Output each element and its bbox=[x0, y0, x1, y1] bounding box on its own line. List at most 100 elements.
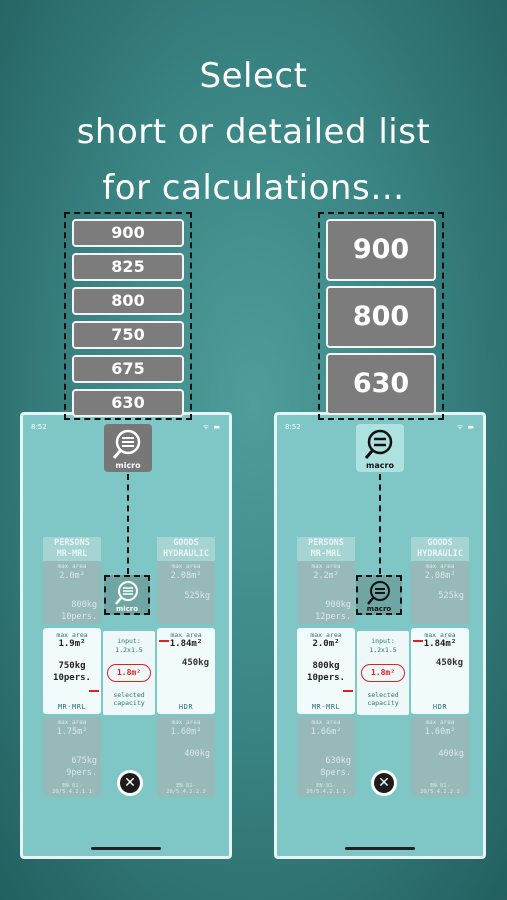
micro-list-popup: 900 825 800 750 675 630 bbox=[64, 212, 192, 420]
close-button[interactable]: ✕ bbox=[117, 770, 143, 796]
persons-option-top[interactable]: max area 2.2m² 900kg 12pers. bbox=[297, 561, 355, 624]
phone-right: 8:52 ᯤ ▬ PERSONS MR-MRL GOODS HYDRAULIC … bbox=[274, 412, 486, 859]
level-marker bbox=[413, 640, 423, 642]
close-button[interactable]: ✕ bbox=[371, 770, 397, 796]
goods-option-top[interactable]: max area 2.08m² 525kg bbox=[157, 561, 215, 624]
macro-option-3[interactable]: 630 bbox=[326, 353, 436, 415]
selected-line-2: capacity bbox=[113, 699, 145, 707]
persons-option-selected[interactable]: max area 2.0m² 800kg 10pers. MR-MRL bbox=[297, 628, 355, 714]
persons-header[interactable]: PERSONS MR-MRL bbox=[43, 537, 101, 561]
max-area-label: max area bbox=[311, 563, 341, 570]
capacity-panel: input: 1.2x1.5 1.8m² selected capacity bbox=[103, 631, 155, 715]
area-value: 2.08m² bbox=[170, 571, 202, 581]
headline: Select short or detailed list for calcul… bbox=[0, 48, 507, 216]
level-marker bbox=[159, 640, 169, 642]
goods-option-bottom[interactable]: max area 1.60m² 400kg EN 81-20/5.4.2.2.2 bbox=[157, 717, 215, 797]
persons-header-line-2: MR-MRL bbox=[56, 549, 88, 559]
max-area-label: max area bbox=[57, 719, 87, 726]
macro-mini-label: macro bbox=[367, 605, 392, 613]
area-value: 1.75m² bbox=[56, 727, 88, 737]
headline-line-1: Select bbox=[199, 56, 308, 96]
micro-option-3[interactable]: 800 bbox=[72, 287, 184, 315]
micro-option-6[interactable]: 630 bbox=[72, 389, 184, 417]
type-label: MR-MRL bbox=[57, 703, 87, 711]
persons-value: 12pers. bbox=[315, 612, 351, 622]
input-value[interactable]: 1.2x1.5 bbox=[369, 646, 397, 654]
status-time: 8:52 bbox=[31, 423, 47, 431]
load-value: 675kg bbox=[71, 756, 97, 766]
area-value: 1.9m² bbox=[58, 639, 86, 649]
micro-mode-button[interactable]: micro bbox=[104, 424, 152, 472]
headline-line-2: short or detailed list bbox=[76, 112, 431, 152]
area-value: 1.84m² bbox=[423, 639, 457, 649]
capacity-panel: input: 1.2x1.5 1.8m² selected capacity bbox=[357, 631, 409, 715]
macro-label: macro bbox=[366, 461, 394, 470]
standard-label: EN 81-20/5.4.2.1.1 bbox=[306, 783, 346, 795]
standard-label: EN 81-20/5.4.2.2.2 bbox=[166, 783, 206, 795]
goods-header-line-2: HYDRAULIC bbox=[416, 549, 464, 559]
input-label: input: bbox=[371, 637, 395, 645]
persons-option-top[interactable]: max area 2.0m² 800kg 10pers. bbox=[43, 561, 101, 624]
persons-value: 9pers. bbox=[66, 768, 97, 778]
micro-option-4[interactable]: 750 bbox=[72, 321, 184, 349]
persons-value: 8pers. bbox=[320, 768, 351, 778]
goods-option-bottom[interactable]: max area 1.60m² 400kg EN 81-20/5.4.2.2.2 bbox=[411, 717, 469, 797]
phone-left: 8:52 ᯤ ▬ PERSONS MR-MRL GOODS HYDRAULIC … bbox=[20, 412, 232, 859]
capacity-value[interactable]: 1.8m² bbox=[107, 664, 151, 682]
max-area-label: max area bbox=[310, 631, 342, 639]
max-area-label: max area bbox=[57, 563, 87, 570]
area-value: 1.66m² bbox=[310, 727, 342, 737]
close-icon: ✕ bbox=[120, 773, 140, 793]
area-value: 1.60m² bbox=[424, 727, 456, 737]
micro-option-2[interactable]: 825 bbox=[72, 253, 184, 281]
goods-header-line-1: GOODS bbox=[173, 538, 199, 548]
persons-header[interactable]: PERSONS MR-MRL bbox=[297, 537, 355, 561]
max-area-label: max area bbox=[56, 631, 88, 639]
persons-option-bottom[interactable]: max area 1.66m² 630kg 8pers. EN 81-20/5.… bbox=[297, 717, 355, 797]
magnifier-with-list-icon: micro bbox=[115, 581, 138, 613]
persons-header-line-1: PERSONS bbox=[308, 538, 344, 548]
area-value: 2.0m² bbox=[59, 571, 85, 581]
load-value: 525kg bbox=[184, 591, 210, 601]
macro-mode-button[interactable]: macro bbox=[356, 424, 404, 472]
load-value: 400kg bbox=[184, 749, 210, 759]
max-area-label: max area bbox=[311, 719, 341, 726]
max-area-label: max area bbox=[171, 563, 201, 570]
goods-option-selected[interactable]: max area 1.84m² 450kg HDR bbox=[157, 628, 215, 714]
persons-option-bottom[interactable]: max area 1.75m² 675kg 9pers. EN 81-20/5.… bbox=[43, 717, 101, 797]
load-value: 900kg bbox=[325, 600, 351, 610]
goods-header[interactable]: GOODS HYDRAULIC bbox=[157, 537, 215, 561]
goods-header-line-2: HYDRAULIC bbox=[162, 549, 210, 559]
area-value: 2.08m² bbox=[424, 571, 456, 581]
connector-line bbox=[127, 474, 129, 574]
macro-option-1[interactable]: 900 bbox=[326, 219, 436, 281]
micro-label: micro bbox=[115, 461, 141, 470]
home-indicator bbox=[91, 847, 161, 850]
selected-line-2: capacity bbox=[367, 699, 399, 707]
micro-mini-icon[interactable]: micro bbox=[104, 575, 150, 615]
macro-mini-icon[interactable]: macro bbox=[356, 575, 402, 615]
goods-header[interactable]: GOODS HYDRAULIC bbox=[411, 537, 469, 561]
input-label: input: bbox=[117, 637, 141, 645]
type-label: HDR bbox=[432, 703, 448, 711]
capacity-value[interactable]: 1.8m² bbox=[361, 664, 405, 682]
micro-option-5[interactable]: 675 bbox=[72, 355, 184, 383]
persons-header-line-1: PERSONS bbox=[54, 538, 90, 548]
goods-option-selected[interactable]: max area 1.84m² 450kg HDR bbox=[411, 628, 469, 714]
micro-option-1[interactable]: 900 bbox=[72, 219, 184, 247]
input-value[interactable]: 1.2x1.5 bbox=[115, 646, 143, 654]
max-area-label: max area bbox=[424, 631, 456, 639]
level-marker bbox=[343, 690, 353, 692]
type-label: MR-MRL bbox=[311, 703, 341, 711]
max-area-label: max area bbox=[171, 719, 201, 726]
area-value: 1.60m² bbox=[170, 727, 202, 737]
status-icons: ᯤ ▬ bbox=[456, 423, 475, 431]
goods-option-top[interactable]: max area 2.08m² 525kg bbox=[411, 561, 469, 624]
area-value: 2.0m² bbox=[312, 639, 340, 649]
persons-option-selected[interactable]: max area 1.9m² 750kg 10pers. MR-MRL bbox=[43, 628, 101, 714]
max-area-label: max area bbox=[425, 563, 455, 570]
load-value: 800kg bbox=[71, 600, 97, 610]
status-time: 8:52 bbox=[285, 423, 301, 431]
magnifier-with-list-icon bbox=[364, 429, 393, 459]
macro-option-2[interactable]: 800 bbox=[326, 286, 436, 348]
